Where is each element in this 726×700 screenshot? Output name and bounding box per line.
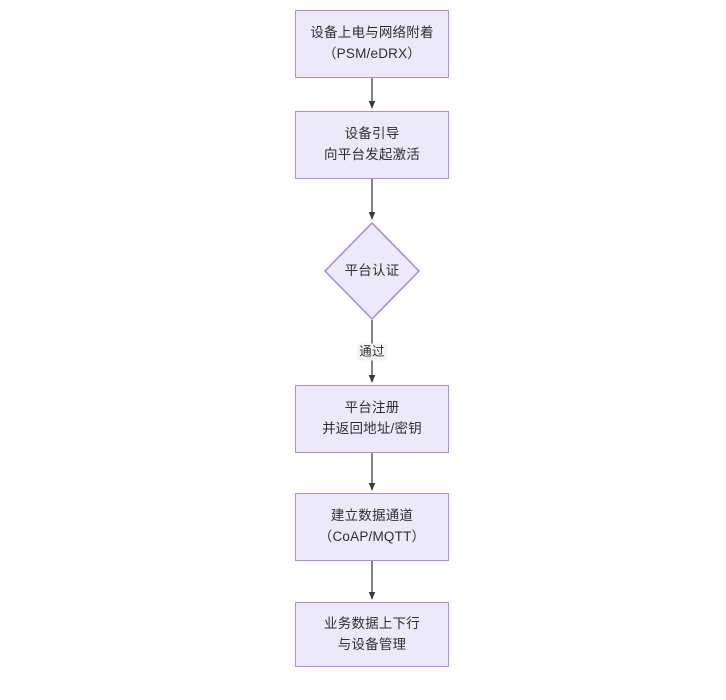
node-label-line1: 设备上电与网络附着 xyxy=(310,25,434,41)
node-label-line1: 设备引导 xyxy=(344,126,400,142)
node-business-data-and-device-management[interactable]: 业务数据上下行 与设备管理 xyxy=(295,602,449,667)
node-label-line2: （PSM/eDRX） xyxy=(322,46,422,61)
node-label-line1: 平台认证 xyxy=(344,262,400,278)
node-device-power-on[interactable]: 设备上电与网络附着 （PSM/eDRX） xyxy=(295,10,449,78)
edge-label-pass: 通过 xyxy=(357,343,387,361)
node-label-line1: 建立数据通道 xyxy=(330,508,414,524)
node-label-line1: 平台注册 xyxy=(344,400,400,416)
node-platform-authentication[interactable]: 平台认证 xyxy=(324,222,420,320)
node-establish-data-channel[interactable]: 建立数据通道 （CoAP/MQTT） xyxy=(295,493,449,561)
node-label-line2: （CoAP/MQTT） xyxy=(318,529,426,544)
node-label-line2: 向平台发起激活 xyxy=(324,147,420,162)
diamond-shape xyxy=(324,222,420,320)
node-label-line1: 业务数据上下行 xyxy=(324,615,420,631)
node-device-bootstrap[interactable]: 设备引导 向平台发起激活 xyxy=(295,111,449,179)
node-label-line2: 并返回地址/密钥 xyxy=(322,421,422,436)
node-label-line2: 与设备管理 xyxy=(337,636,407,652)
node-platform-registration[interactable]: 平台注册 并返回地址/密钥 xyxy=(295,385,449,453)
